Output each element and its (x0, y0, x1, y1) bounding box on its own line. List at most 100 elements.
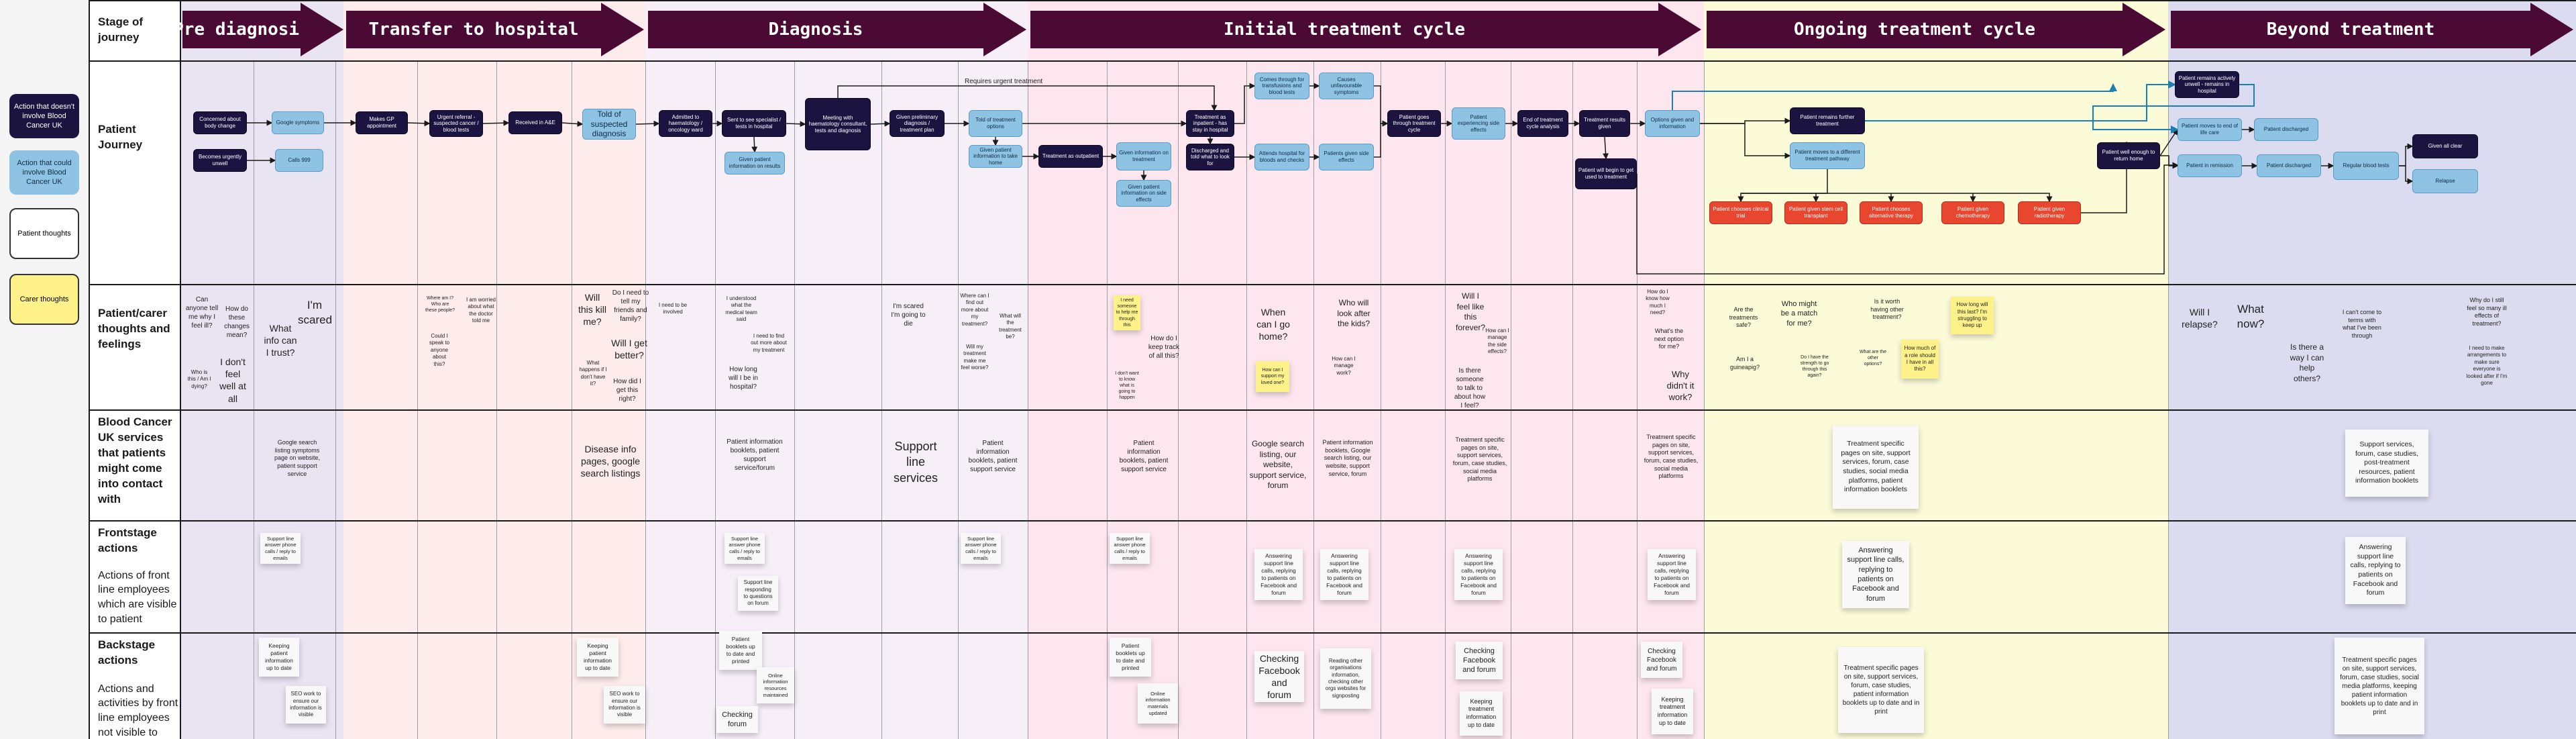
frontstage-card: Answering support line calls, replying t… (2345, 537, 2406, 604)
thought-note: What now? (2237, 303, 2265, 331)
row-divider (90, 0, 2576, 1)
journey-step-text: Becomes urgently unwell (198, 154, 242, 166)
frontstage-card: Support line answer phone calls / reply … (724, 533, 765, 564)
legend-label: Action that could involve Blood Cancer U… (17, 158, 72, 187)
frontstage-card: Support line answer phone calls / reply … (260, 533, 301, 564)
service-card: Support services, forum, case studies, p… (2345, 430, 2428, 497)
thought-note: Could I speak to anyone about this? (429, 333, 450, 367)
journey-step: Regular blood tests (2333, 152, 2399, 180)
journey-step-text: Makes GP appointment (366, 116, 397, 129)
thought-note: I don't want to know what is going to ha… (1115, 371, 1139, 401)
service-note: Support line services (893, 440, 938, 485)
journey-step: Patient remains further treatment (1790, 107, 1865, 134)
thought-note: Who might be a match for me? (1780, 300, 1818, 328)
journey-step-text: Attends hospital for bloods and checks (1258, 150, 1305, 163)
journey-step-text: Patient in remission (2186, 162, 2233, 169)
journey-step-text: Patient given radiotherapy (2033, 206, 2065, 219)
journey-step-text: Options given and information (1650, 117, 1695, 130)
journey-step-text: Relapse (2435, 178, 2455, 185)
thought-note: Where can I find out more about my treat… (960, 293, 989, 327)
journey-step: Attends hospital for bloods and checks (1254, 144, 1309, 170)
journey-step: Options given and information (1645, 110, 1700, 137)
service-note: Treatment specific pages on site, suppor… (1644, 434, 1699, 480)
thought-note: How can I manage the side effects? (1485, 328, 1509, 355)
phase-label: Ongoing treatment cycle (1707, 11, 2123, 48)
thought-note: When can I go home? (1256, 307, 1290, 342)
backstage-card: SEO work to ensure our information is vi… (286, 686, 326, 724)
frontstage-card: Answering support line calls, replying t… (1454, 549, 1503, 600)
journey-step-text: Calls 999 (288, 157, 311, 164)
step-divider (335, 62, 336, 739)
journey-step: Urgent referral - suspected cancer / blo… (429, 110, 483, 137)
phase-label: Transfer to hospital (346, 11, 601, 48)
journey-step: Relapse (2412, 169, 2478, 193)
row-title: Patient/carer thoughts and feelings (98, 307, 170, 350)
journey-step-text: Patient chooses clinical trial (1713, 206, 1769, 219)
journey-step: Given preliminary diagnosis / treatment … (890, 110, 945, 137)
journey-step-text: Causes unfavourable symptoms (1330, 76, 1362, 95)
journey-step-text: Patient given chemotherapy (1955, 206, 1990, 219)
journey-step: Causes unfavourable symptoms (1319, 72, 1374, 99)
carer-thought-note: I need someone to help me through this (1114, 295, 1140, 330)
legend-label: Action that doesn't involve Blood Cancer… (13, 102, 75, 130)
phase-ongoing-treatment: Ongoing treatment cycle (1707, 3, 2165, 56)
journey-step-text: Patients given side effects (1324, 150, 1369, 163)
step-divider (1107, 62, 1108, 739)
row-label-journey: Patient Journey (98, 122, 178, 153)
row-label-thoughts: Patient/carer thoughts and feelings (98, 306, 178, 352)
journey-step: Discharged and told what to look for (1186, 144, 1234, 170)
backstage-card: Checking forum (716, 706, 758, 733)
journey-step-text: Patient experiencing side effects (1457, 113, 1500, 133)
journey-step-text: Patient discharged (2263, 126, 2309, 133)
thought-note: How long will I be in hospital? (729, 366, 758, 391)
journey-step: Told of treatment options (969, 110, 1022, 137)
thought-note: Will I feel like this forever? (1455, 291, 1486, 332)
step-divider (496, 62, 497, 739)
thought-note: How do these changes mean? (224, 305, 250, 339)
journey-step: Patient given chemotherapy (1941, 201, 2004, 224)
journey-step-text: Urgent referral - suspected cancer / blo… (433, 113, 479, 133)
step-divider (1246, 62, 1247, 739)
journey-step-text: Given information on treatment (1119, 150, 1169, 162)
journey-step: Given patient information to take home (969, 145, 1022, 168)
journey-step: Told of suspected diagnosis (582, 109, 636, 140)
thought-note: Do I need to tell my friends and family? (612, 289, 649, 323)
backstage-card: Patient booklets up to date and printed (1110, 638, 1151, 677)
thought-note: What info can I trust? (264, 323, 297, 358)
backstage-card: Keeping patient information up to date (577, 638, 619, 677)
journey-step-text: Concerned about body change (199, 116, 241, 129)
thought-note: I don't feel well at all (219, 356, 246, 404)
thought-note: Will I relapse? (2182, 307, 2218, 330)
phase-label: Diagnosis (648, 11, 983, 48)
step-divider (958, 62, 959, 739)
step-divider (1313, 62, 1314, 739)
row-label-services: Blood Cancer UK services that patients m… (98, 415, 178, 507)
step-divider (1637, 62, 1638, 739)
thought-note: I can't come to terms with what I've bee… (2342, 309, 2382, 340)
backstage-card: Checking Facebook and forum (1254, 651, 1304, 702)
row-title: Patient Journey (98, 123, 143, 151)
legend-label: Patient thoughts (17, 229, 71, 238)
phase-label: Pre diagnosis (173, 11, 310, 48)
journey-step-text: Given patient information to take home (973, 146, 1018, 166)
thought-note: Can anyone tell me why I feel ill? (185, 296, 219, 330)
backstage-card: Keeping treatment information up to date (1652, 689, 1693, 734)
row-divider (90, 520, 2576, 522)
phase-arrow-tip (1658, 3, 1701, 56)
journey-step-text: Treatment results given (1584, 117, 1625, 130)
step-divider (1445, 62, 1446, 739)
thought-note: How do I keep track of all this? (1148, 335, 1180, 360)
journey-step-text: Patient chooses alternative therapy (1869, 206, 1913, 219)
label-column-divider (180, 0, 181, 739)
journey-step: Patient will begin to get used to treatm… (1575, 158, 1637, 189)
thought-note: What's the next option for me? (1654, 328, 1684, 350)
journey-step: Given all clear (2412, 134, 2478, 158)
journey-step-text: Sent to see specialist / tests in hospit… (727, 117, 782, 130)
journey-step: Given information on treatment (1116, 142, 1171, 170)
journey-step: Given patient information on results (724, 152, 785, 175)
journey-step-text: Given patient information on side effect… (1121, 183, 1167, 203)
thought-note: What are the other options? (1859, 350, 1887, 367)
backstage-card: Keeping treatment information up to date (1460, 691, 1503, 736)
thought-note: I need to find out more about my treatme… (751, 333, 787, 353)
